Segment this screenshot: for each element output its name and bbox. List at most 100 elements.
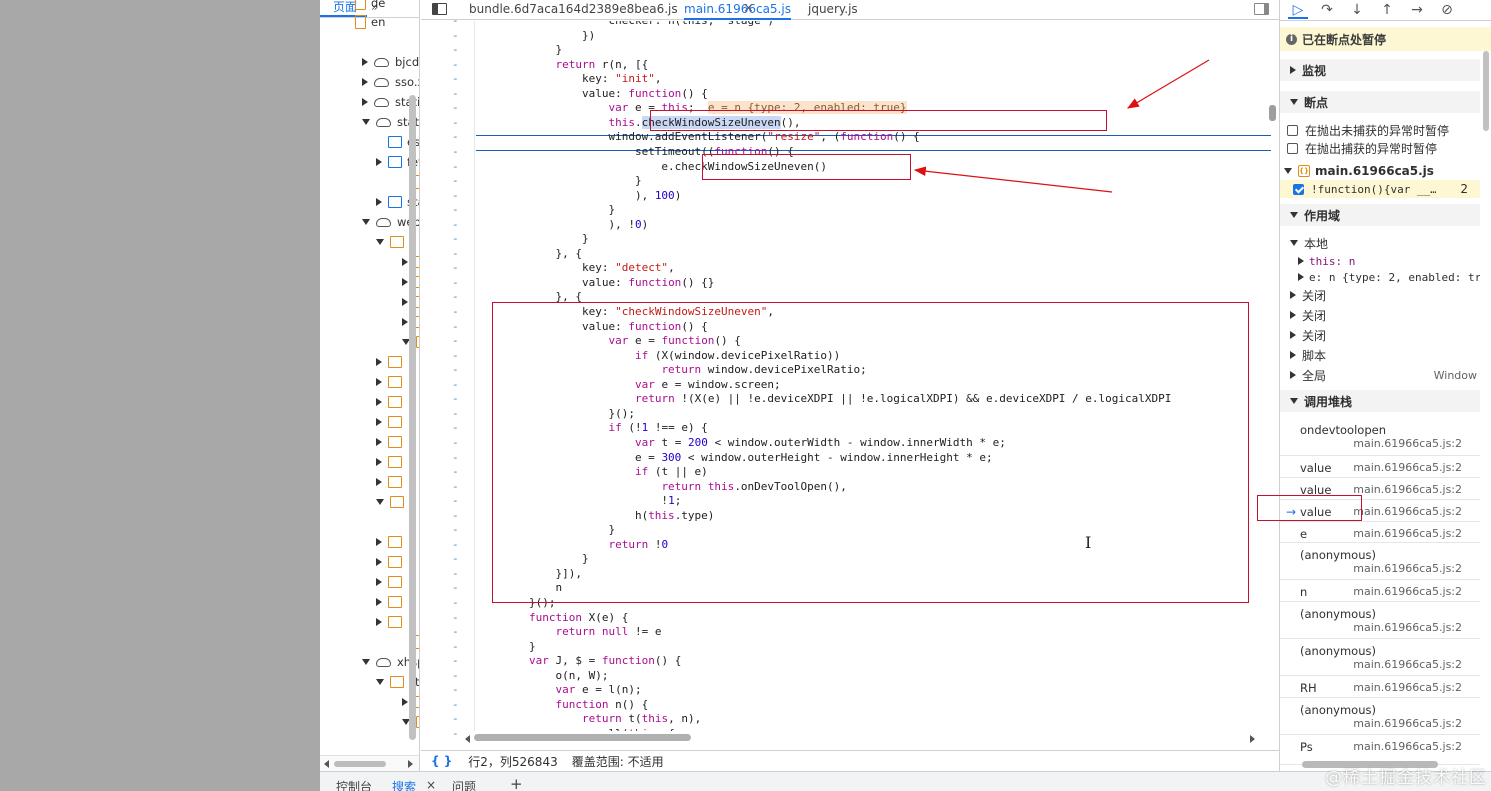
editor-hscrollbar[interactable] — [421, 731, 1279, 743]
tree-item[interactable]: en — [343, 12, 385, 32]
scroll-right-icon[interactable] — [1250, 735, 1255, 743]
tab-bundle-js[interactable]: bundle.6d7aca164d2389e8bea6.js — [469, 2, 678, 16]
expand-icon[interactable] — [362, 98, 368, 106]
tree-item[interactable]: j — [402, 712, 419, 732]
scope-closure-1[interactable]: 关闭 — [1280, 286, 1480, 304]
code-line[interactable]: } — [476, 552, 589, 567]
frame-location[interactable]: main.61966ca5.js:2 — [1353, 740, 1462, 753]
line-number[interactable]: - — [452, 683, 459, 697]
code-line[interactable]: value: function() {} — [476, 276, 714, 291]
scope-closure-3[interactable]: 关闭 — [1280, 326, 1480, 344]
code-line[interactable]: checker: n(this, "stage") — [476, 21, 774, 29]
pause-uncaught-checkbox[interactable] — [1287, 124, 1298, 136]
navigator-hscrollbar[interactable] — [320, 755, 419, 771]
line-number[interactable]: - — [452, 581, 459, 595]
expand-icon[interactable] — [376, 538, 382, 546]
frame-location[interactable]: main.61966ca5.js:2 — [1353, 681, 1462, 694]
scope-e[interactable]: e: n {type: 2, enabled: tr — [1280, 268, 1480, 286]
line-number[interactable]: - — [452, 14, 459, 27]
code-line[interactable]: }, { — [476, 290, 582, 305]
expand-icon[interactable] — [376, 418, 382, 426]
step-icon[interactable]: → — [1411, 2, 1423, 18]
line-number[interactable]: - — [452, 217, 459, 231]
section-scope[interactable]: 作用域 — [1280, 204, 1480, 226]
line-number[interactable]: - — [452, 639, 459, 653]
line-number[interactable]: - — [452, 86, 459, 100]
collapse-icon[interactable] — [362, 119, 370, 125]
code-line[interactable]: } — [476, 640, 536, 655]
expand-icon[interactable] — [376, 438, 382, 446]
code-line[interactable]: setTimeout((function() { — [476, 145, 794, 160]
line-number[interactable]: - — [452, 566, 459, 580]
line-number[interactable]: - — [452, 57, 459, 71]
step-into-icon[interactable]: ↓ — [1351, 2, 1363, 18]
code-line[interactable]: return this.onDevToolOpen(), — [476, 480, 846, 495]
toggle-debugger-icon[interactable] — [1254, 3, 1269, 15]
step-over-icon[interactable]: ↷ — [1321, 2, 1333, 18]
line-number[interactable]: - — [452, 654, 459, 668]
code-line[interactable]: } — [476, 174, 642, 189]
line-number[interactable]: - — [452, 43, 459, 57]
line-number[interactable]: - — [452, 377, 459, 391]
code-line[interactable]: return null != e — [476, 625, 661, 640]
scroll-left-icon[interactable] — [465, 735, 470, 743]
code-line[interactable]: h(this.type) — [476, 509, 715, 524]
line-number[interactable]: - — [452, 290, 459, 304]
line-gutter[interactable]: ----------------------------------------… — [421, 14, 475, 740]
tree-item[interactable] — [376, 472, 407, 492]
call-frame[interactable]: (anonymous)main.61966ca5.js:2 — [1280, 698, 1480, 735]
tab-page[interactable]: 页面 — [320, 0, 368, 17]
code-line[interactable]: !1; — [476, 494, 681, 509]
code-line[interactable]: if (t || e) — [476, 465, 708, 480]
frame-location[interactable]: main.61966ca5.js:2 — [1353, 527, 1462, 540]
tree-item[interactable] — [376, 592, 407, 612]
code-line[interactable]: value: function() { — [476, 87, 708, 102]
line-number[interactable]: - — [452, 697, 459, 711]
code-line[interactable]: o(n, W); — [476, 669, 608, 684]
tab-console[interactable]: 控制台 — [336, 780, 373, 791]
close-tab-icon[interactable]: × — [743, 1, 754, 16]
line-number[interactable]: - — [452, 115, 459, 129]
code-line[interactable]: } — [476, 43, 562, 58]
tree-item[interactable]: sso.x — [362, 72, 419, 92]
line-number[interactable]: - — [452, 101, 459, 115]
tree-item[interactable] — [376, 432, 407, 452]
code-line[interactable]: } — [476, 232, 589, 247]
expand-icon[interactable] — [376, 378, 382, 386]
scroll-right-icon[interactable] — [408, 760, 413, 768]
expand-icon[interactable] — [376, 618, 382, 626]
code-line[interactable]: function n() { — [476, 698, 648, 713]
breakpoint-checkbox[interactable] — [1293, 183, 1304, 195]
line-number[interactable]: - — [452, 523, 459, 537]
line-number[interactable]: - — [452, 494, 459, 508]
line-number[interactable]: - — [452, 232, 459, 246]
code-line[interactable]: key: "init", — [476, 72, 662, 87]
pause-caught-checkbox[interactable] — [1287, 142, 1298, 154]
step-out-icon[interactable]: ↑ — [1381, 2, 1393, 18]
expand-icon[interactable] — [376, 158, 382, 166]
code-line[interactable]: value: function() { — [476, 320, 708, 335]
tree-item[interactable] — [376, 552, 407, 572]
code-line[interactable]: return !(X(e) || !e.deviceXDPI || !e.log… — [476, 392, 1171, 407]
collapse-icon[interactable] — [376, 239, 384, 245]
tab-main-js[interactable]: main.61966ca5.js — [684, 0, 791, 20]
code-line[interactable]: e.call(this, { — [476, 727, 675, 731]
debugger-hscroll-thumb[interactable] — [1302, 761, 1438, 768]
line-number[interactable]: - — [452, 261, 459, 275]
line-number[interactable]: - — [452, 28, 459, 42]
editor-hscroll-thumb[interactable] — [474, 734, 691, 741]
deactivate-breakpoints-icon[interactable]: ⊘ — [1441, 2, 1453, 18]
tab-search[interactable]: 搜索 — [392, 780, 417, 791]
code-line[interactable]: if (X(window.devicePixelRatio)) — [476, 349, 840, 364]
code-line[interactable]: e.checkWindowSizeUneven() — [476, 160, 827, 175]
line-number[interactable]: - — [452, 319, 459, 333]
line-number[interactable]: - — [452, 537, 459, 551]
expand-icon[interactable] — [376, 499, 384, 505]
line-number[interactable]: - — [452, 625, 459, 639]
expand-icon[interactable] — [402, 258, 408, 266]
line-number[interactable]: - — [452, 348, 459, 362]
code-line[interactable]: var e = window.screen; — [476, 378, 781, 393]
